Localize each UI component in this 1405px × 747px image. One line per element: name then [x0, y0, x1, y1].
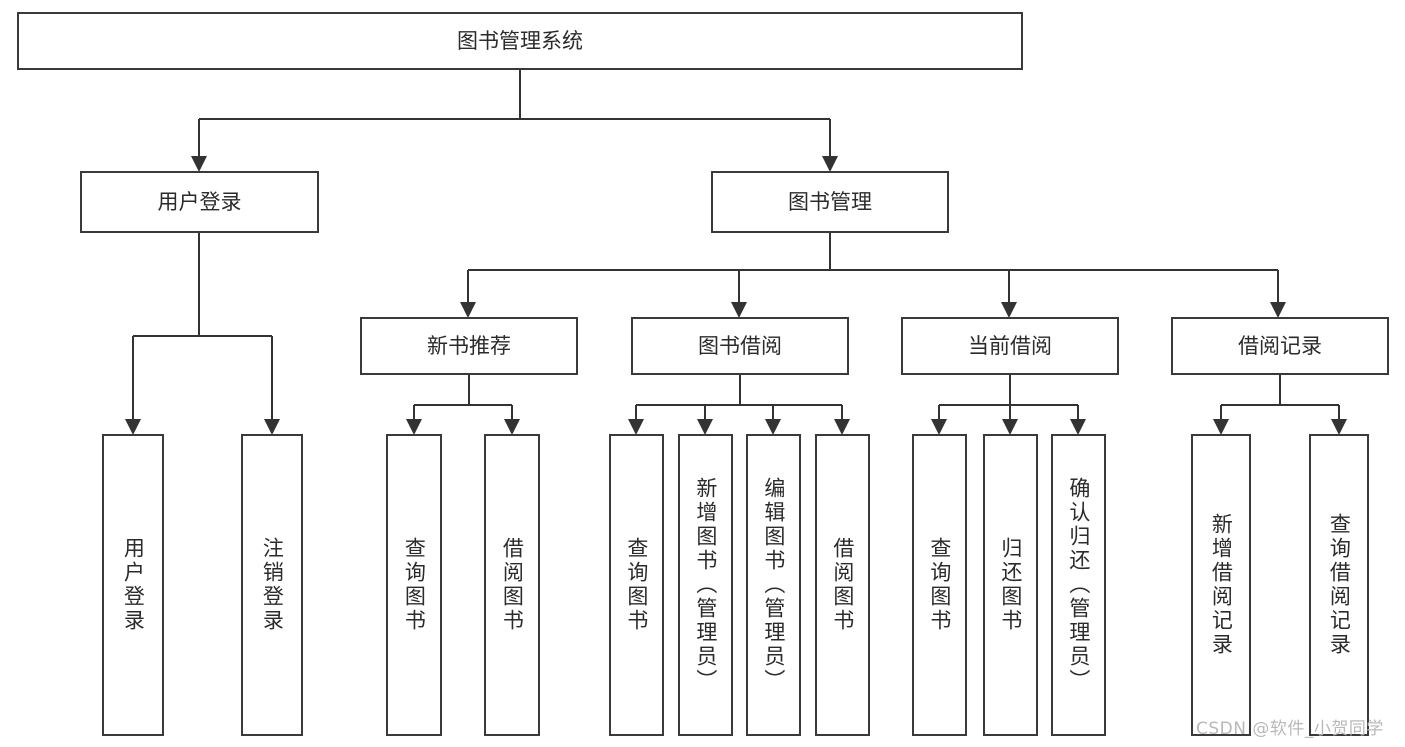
node-level2-0[interactable] — [79, 170, 320, 234]
csdn-watermark: CSDN @软件_小贺同学 — [1196, 719, 1384, 739]
root-drop-0-arrowhead — [191, 156, 207, 172]
subdrop-1-0-arrowhead — [406, 419, 422, 435]
node-level3-1[interactable] — [630, 316, 850, 376]
mgmt-drop-1-arrowhead — [731, 302, 747, 318]
node-level2-0-label: 用户登录 — [158, 190, 242, 214]
node-level3-3-label: 借阅记录 — [1238, 334, 1322, 358]
node-leaf-2[interactable] — [385, 433, 443, 737]
node-leaf-3[interactable] — [483, 433, 541, 737]
mgmt-drop-0-arrowhead — [460, 302, 476, 318]
subdrop-3-1-arrowhead — [1002, 419, 1018, 435]
subdrop-4-1-arrowhead — [1331, 419, 1347, 435]
node-level2-1[interactable] — [710, 170, 950, 234]
subdrop-3-2-arrowhead — [1070, 419, 1086, 435]
node-leaf-12[interactable] — [1308, 433, 1370, 737]
node-level3-3[interactable] — [1170, 316, 1390, 376]
subdrop-4-0-arrowhead — [1213, 419, 1229, 435]
node-level3-1-label: 图书借阅 — [698, 334, 782, 358]
node-leaf-11[interactable] — [1190, 433, 1252, 737]
node-leaf-5[interactable] — [677, 433, 734, 737]
node-leaf-1[interactable] — [240, 433, 304, 737]
node-level3-0-label: 新书推荐 — [427, 334, 511, 358]
node-leaf-9[interactable] — [982, 433, 1039, 737]
node-leaf-7[interactable] — [814, 433, 871, 737]
node-leaf-10[interactable] — [1050, 433, 1107, 737]
node-leaf-8[interactable] — [911, 433, 968, 737]
subdrop-2-2-arrowhead — [765, 419, 781, 435]
subdrop-3-0-arrowhead — [931, 419, 947, 435]
node-leaf-6[interactable] — [745, 433, 802, 737]
subdrop-2-1-arrowhead — [697, 419, 713, 435]
subdrop-2-0-arrowhead — [628, 419, 644, 435]
subdrop-0-1-arrowhead — [264, 419, 280, 435]
node-level3-0[interactable] — [359, 316, 579, 376]
connectors-layer — [125, 69, 1347, 435]
node-leaf-0[interactable] — [101, 433, 165, 737]
node-root-0[interactable] — [16, 11, 1024, 71]
root-drop-1-arrowhead — [822, 156, 838, 172]
node-level3-2[interactable] — [900, 316, 1120, 376]
node-root-0-label: 图书管理系统 — [457, 29, 583, 53]
mgmt-drop-2-arrowhead — [1001, 302, 1017, 318]
subdrop-1-1-arrowhead — [504, 419, 520, 435]
subdrop-2-3-arrowhead — [834, 419, 850, 435]
mgmt-drop-3-arrowhead — [1270, 302, 1286, 318]
node-level2-1-label: 图书管理 — [788, 190, 872, 214]
node-level3-2-label: 当前借阅 — [968, 334, 1052, 358]
subdrop-0-0-arrowhead — [125, 419, 141, 435]
node-leaf-4[interactable] — [608, 433, 665, 737]
